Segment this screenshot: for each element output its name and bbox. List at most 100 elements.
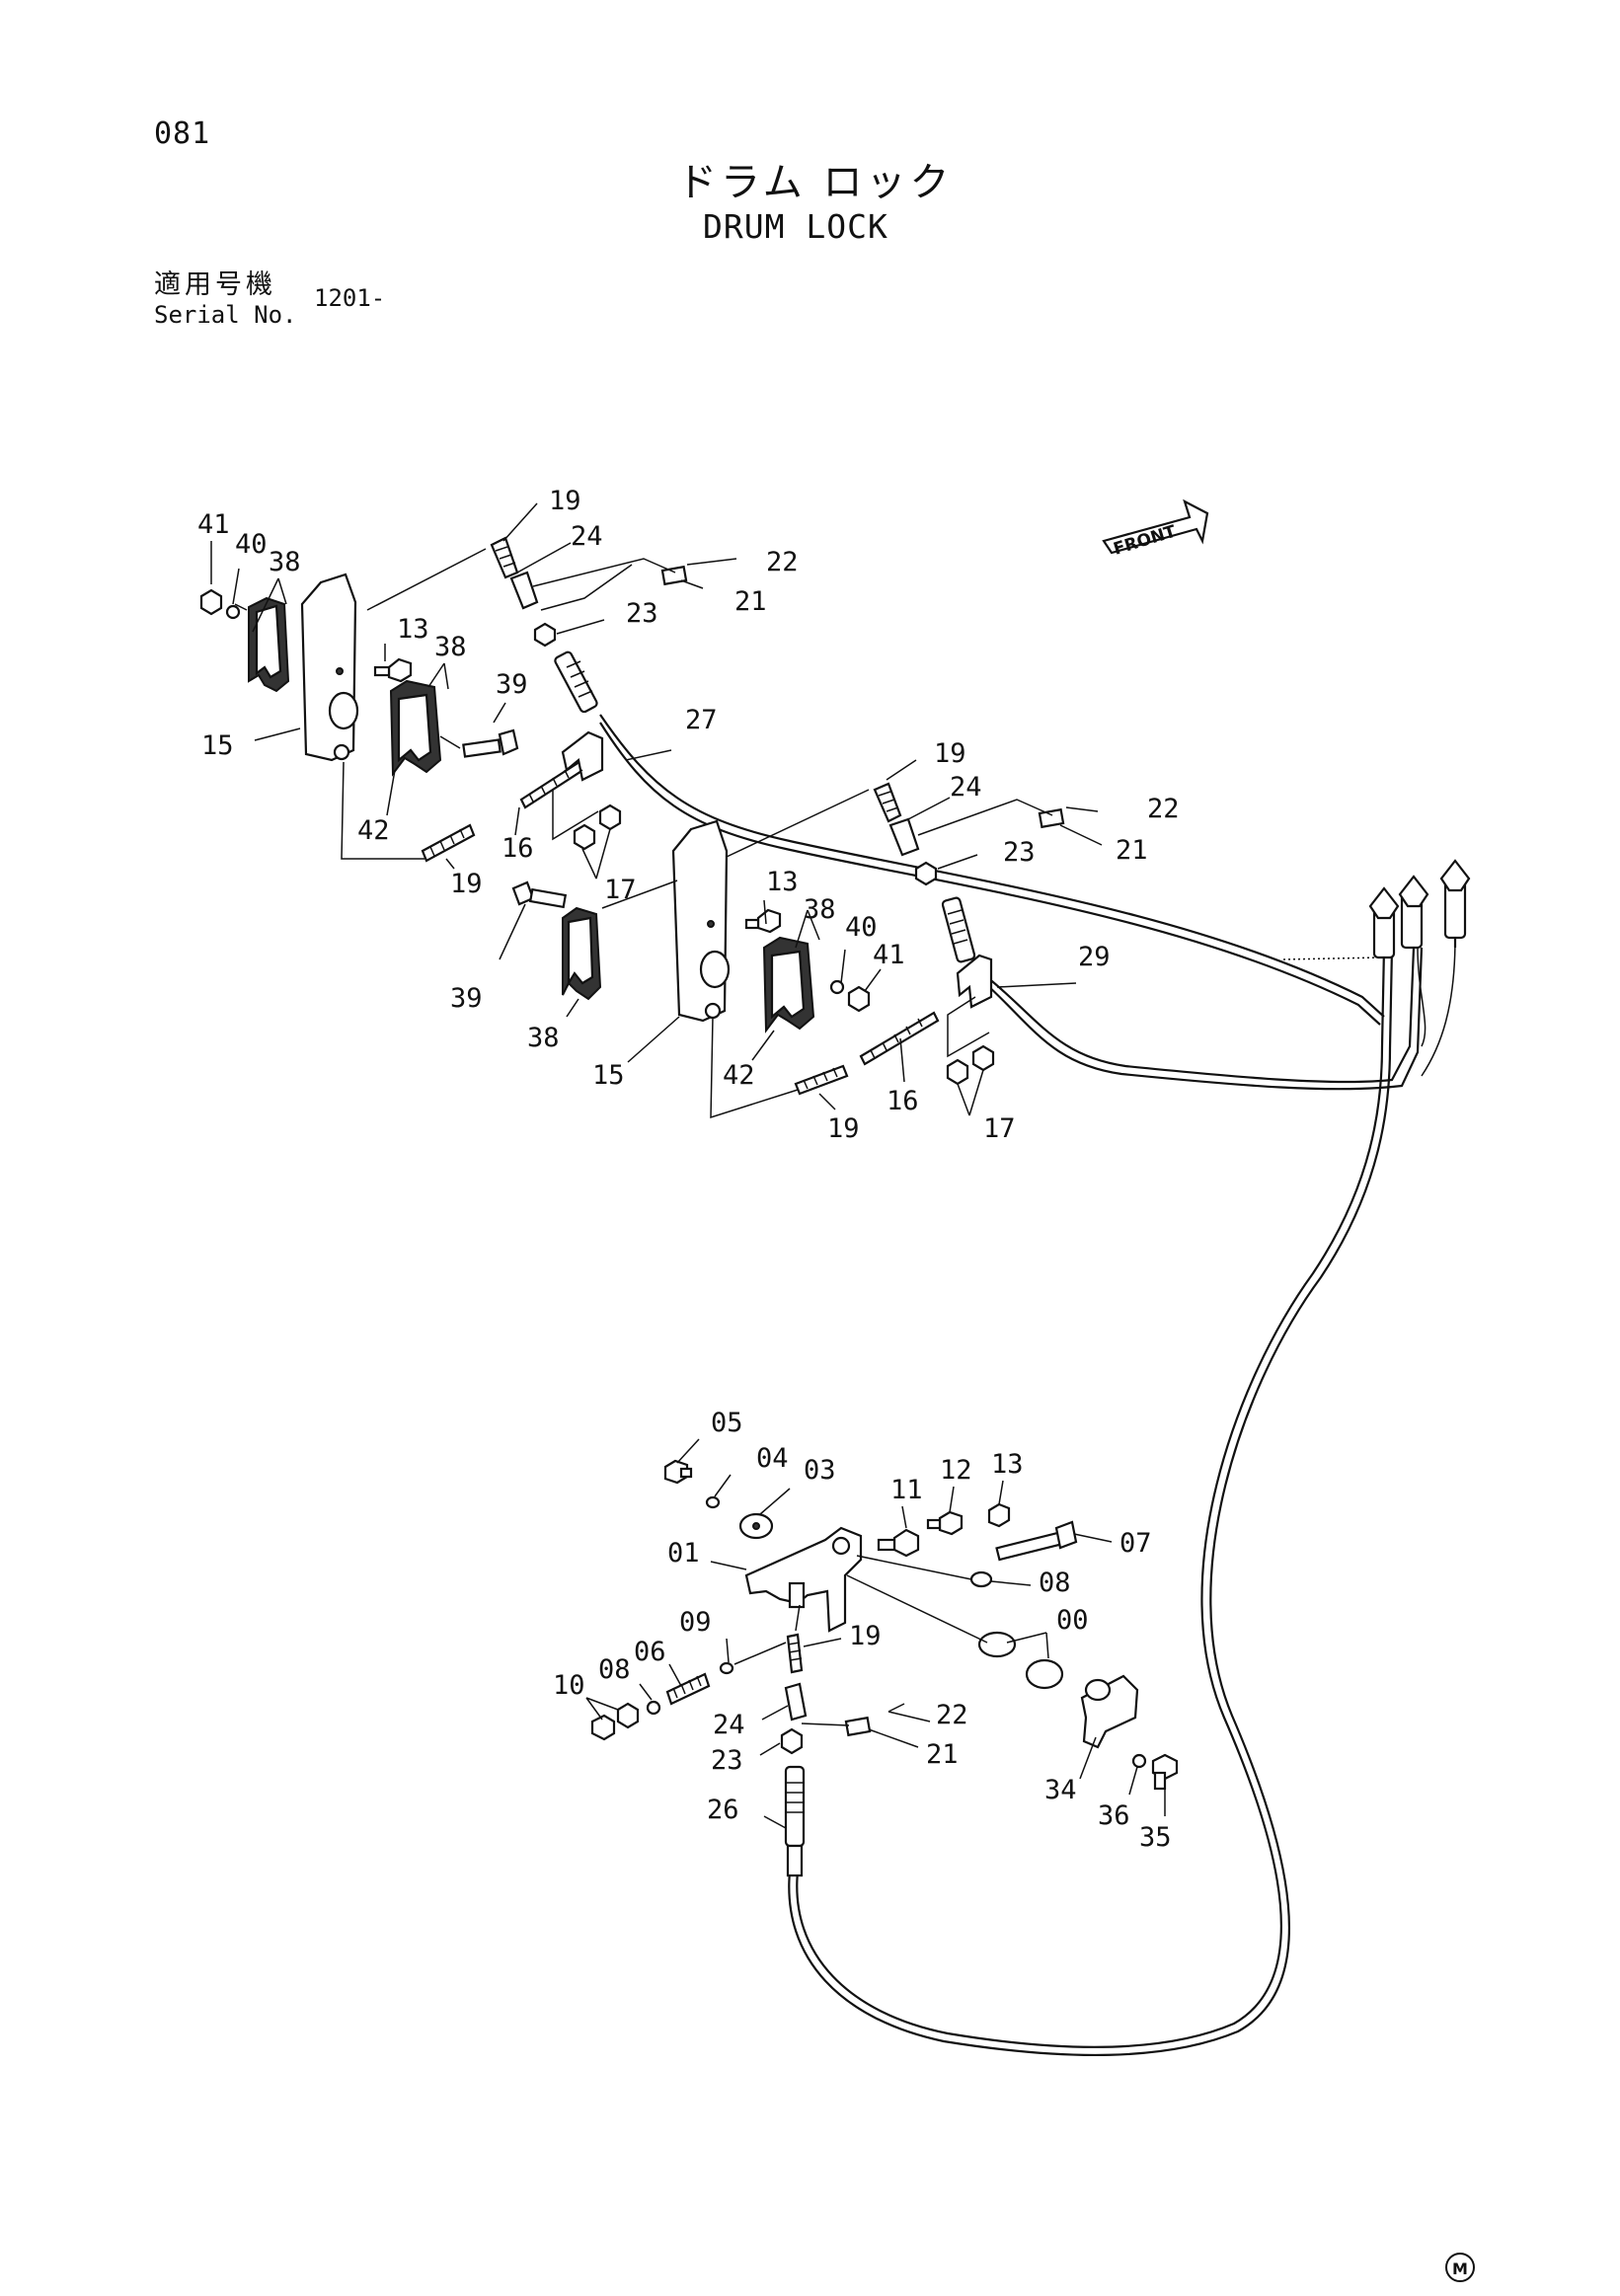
callout: 00 — [1056, 1605, 1089, 1636]
callout: 17 — [604, 875, 637, 905]
callout: 38 — [804, 894, 836, 925]
callout: 19 — [934, 738, 966, 769]
serial-label: Serial No. — [154, 301, 297, 329]
callout: 39 — [450, 983, 483, 1014]
clevis-24-top — [509, 571, 539, 610]
serial-label-japanese: 適用号機 — [154, 269, 276, 300]
callout: 42 — [723, 1060, 755, 1091]
nut-17-upper — [573, 804, 622, 851]
pin-21-top — [660, 565, 688, 586]
pawl-38-upper-left — [248, 596, 290, 693]
callout: 24 — [713, 1710, 745, 1740]
cable-26 — [788, 947, 1394, 2057]
spring-16-upper — [519, 758, 588, 809]
callout: 13 — [991, 1449, 1024, 1480]
cable-29 — [986, 947, 1424, 1091]
callout: 29 — [1078, 942, 1111, 972]
callout: 24 — [950, 772, 982, 803]
callout: 23 — [626, 598, 658, 629]
callout: 40 — [845, 912, 878, 943]
washer-40-lower — [829, 979, 845, 995]
spring-06 — [665, 1672, 711, 1706]
callout: 35 — [1139, 1822, 1172, 1853]
leader-lines-bottom — [733, 1555, 988, 1726]
callout: 06 — [634, 1637, 666, 1667]
callout: 07 — [1119, 1528, 1152, 1559]
page-number: 081 — [154, 116, 211, 151]
callout: 15 — [592, 1060, 625, 1091]
nut-23-top — [533, 622, 557, 648]
callout: 12 — [940, 1455, 972, 1486]
callout: 42 — [357, 815, 390, 846]
washer-09 — [719, 1661, 734, 1675]
bolt-07 — [995, 1520, 1078, 1562]
callout: 04 — [756, 1443, 789, 1474]
plate-03 — [738, 1512, 774, 1540]
leader-lines — [234, 548, 1053, 1119]
callout: 16 — [501, 833, 534, 864]
washer-00 — [977, 1631, 1064, 1690]
spring-19-top — [490, 536, 519, 579]
cable-end-lower — [941, 896, 976, 963]
callout: 41 — [873, 940, 905, 970]
callout: 34 — [1044, 1775, 1077, 1805]
callout: 38 — [269, 547, 301, 577]
nut-23-mid — [914, 861, 938, 886]
bracket-lower — [947, 954, 993, 1058]
callout: 39 — [496, 669, 528, 700]
callout: 08 — [1039, 1568, 1071, 1598]
callout: 10 — [553, 1670, 585, 1701]
callout: 19 — [450, 869, 483, 899]
callout: 05 — [711, 1408, 743, 1438]
washer-36 — [1131, 1753, 1147, 1769]
callout: 19 — [549, 486, 581, 516]
callout: 40 — [235, 529, 268, 560]
bracket-upper — [552, 730, 604, 841]
grease-fitting-13-upper — [373, 657, 413, 683]
pawl-38-lower-left — [562, 906, 602, 1001]
manufacturer-mark: M — [1445, 2253, 1475, 2282]
nut-17-lower — [946, 1044, 995, 1086]
callout: 21 — [734, 586, 767, 617]
callout: 38 — [527, 1023, 560, 1053]
lock-lever-15-upper — [300, 573, 359, 762]
callout: 13 — [766, 867, 799, 897]
nut-41-lower — [847, 985, 871, 1013]
callout: 27 — [685, 705, 718, 735]
callout: 26 — [707, 1795, 739, 1825]
callout: 15 — [201, 730, 234, 761]
callout: 23 — [1003, 837, 1036, 868]
callout: 13 — [397, 614, 429, 645]
callout: 36 — [1098, 1800, 1130, 1831]
spring-16-lower — [859, 1011, 940, 1066]
bolt-39-lower — [511, 880, 568, 909]
grease-fitting-13-lower — [744, 908, 782, 934]
fitting-12 — [926, 1510, 964, 1536]
spring-19-bottom — [786, 1633, 804, 1674]
nut-10 — [590, 1702, 640, 1741]
nut-41-upper — [199, 588, 223, 616]
page-title: DRUM LOCK — [703, 207, 888, 246]
bolt-05 — [663, 1459, 693, 1485]
cable-end-upper — [554, 651, 598, 714]
callout: 21 — [1116, 835, 1148, 866]
callout: 11 — [890, 1475, 923, 1505]
callout: 16 — [887, 1086, 919, 1116]
cable-ends — [1282, 859, 1471, 1077]
clevis-24-mid — [888, 817, 920, 857]
cable-27 — [599, 714, 1385, 1026]
page-title-japanese: ドラム ロック — [677, 160, 954, 205]
pedal-lever-01 — [744, 1526, 863, 1633]
nut-23-bottom — [780, 1727, 804, 1755]
callout: 41 — [197, 509, 230, 540]
callout: 22 — [766, 547, 799, 577]
pin-21-bottom — [844, 1716, 872, 1737]
fitting-11 — [877, 1528, 920, 1558]
callout: 19 — [827, 1113, 860, 1144]
lock-lever-15-lower — [671, 819, 731, 1023]
part-callouts: 41 40 38 19 24 22 21 23 13 38 39 15 42 1… — [197, 486, 1180, 1853]
callout: 22 — [1147, 794, 1180, 824]
washer-40-upper — [225, 604, 241, 620]
